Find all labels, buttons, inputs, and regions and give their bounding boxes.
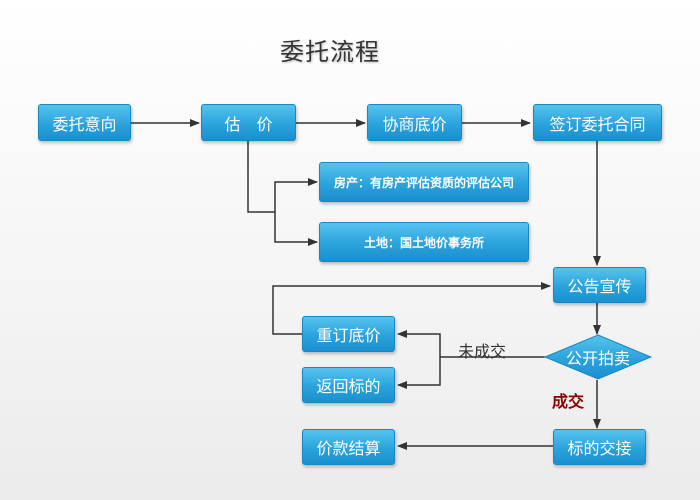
diagram-title: 委托流程: [280, 38, 380, 66]
edge-appraisal-branch: [247, 141, 275, 213]
node-asset-transfer: 标的交接: [553, 429, 646, 465]
edge-no-deal-to-reset: [397, 330, 441, 357]
node-sign-contract: 签订委托合同: [533, 104, 662, 141]
node-negotiate-reserve: 协商底价: [367, 104, 462, 141]
label-no-deal: 未成交: [458, 342, 507, 361]
node-commission-intent: 委托意向: [38, 104, 131, 141]
node-property-note: 房产：有房产评估资质的评估公司: [319, 162, 529, 202]
node-reset-reserve: 重订底价: [302, 316, 395, 352]
node-public-auction: 公开拍卖: [565, 349, 630, 368]
auction-diamond-shape: [543, 334, 653, 380]
edge-no-deal-to-return: [397, 357, 441, 389]
edge-reset-to-publicity: [272, 282, 551, 335]
label-deal: 成交: [552, 392, 585, 411]
node-payment-settlement: 价款结算: [302, 429, 395, 465]
edge-branch-to-land: [274, 212, 318, 246]
node-return-asset: 返回标的: [302, 367, 395, 403]
node-land-note: 土地：国土地价事务所: [319, 222, 529, 262]
node-publicity: 公告宣传: [553, 267, 646, 303]
node-appraisal: 估 价: [201, 104, 296, 141]
edge-branch-to-property: [274, 178, 318, 212]
